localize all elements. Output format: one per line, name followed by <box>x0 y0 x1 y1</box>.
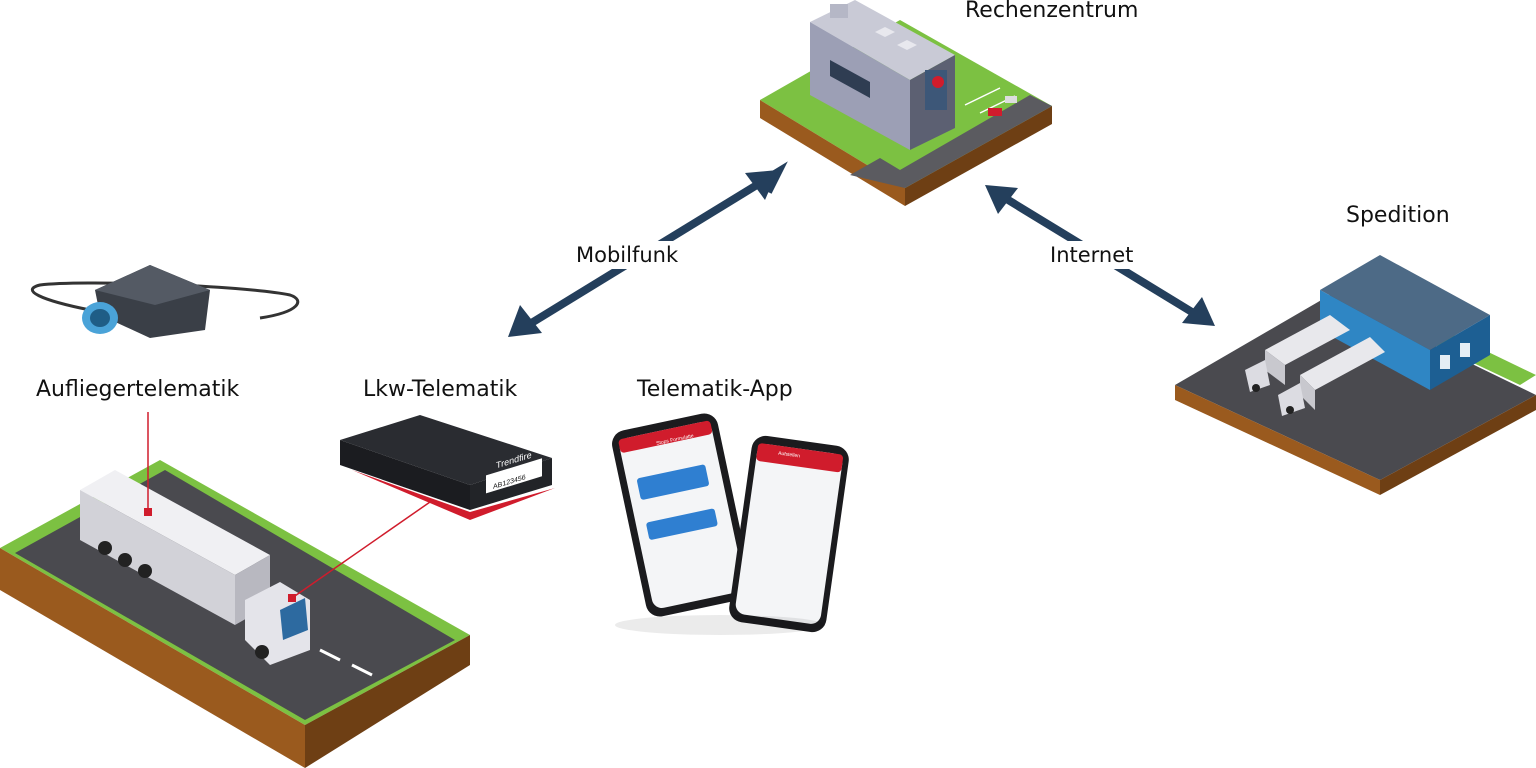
forwarder-scene <box>1175 255 1536 495</box>
label-truck-telematics: Lkw-Telematik <box>363 377 518 402</box>
parking-lot <box>964 87 1017 116</box>
arrowhead-datacenter-right <box>985 185 1018 214</box>
phone-left-icon <box>612 413 752 617</box>
label-datacenter: Rechenzentrum <box>965 0 1139 23</box>
datacenter-building-icon <box>810 0 955 150</box>
phones-shadow <box>615 615 825 635</box>
label-internet-link: Internet <box>1040 241 1144 269</box>
label-app: Telematik-App <box>637 377 793 402</box>
label-forwarder: Spedition <box>1346 203 1450 228</box>
trailer-connector-line <box>144 412 152 516</box>
truck-telematics-device-icon <box>340 415 555 520</box>
trailer-telematics-device-icon <box>31 265 300 338</box>
truck-connector-line <box>288 501 431 602</box>
label-trailer-telematics: Aufliegertelematik <box>36 377 240 402</box>
phone-right-icon <box>729 435 849 633</box>
arrowhead-truck <box>508 305 542 337</box>
label-mobile-link: Mobilfunk <box>566 241 689 269</box>
road-scene <box>0 460 470 768</box>
parked-truck-icon <box>1245 315 1385 416</box>
warehouse-building-icon <box>1320 255 1490 390</box>
arrowhead-forwarder <box>1182 297 1215 326</box>
truck-icon <box>80 470 310 665</box>
arrowhead-datacenter-left <box>745 170 778 200</box>
datacenter-scene <box>760 0 1052 206</box>
